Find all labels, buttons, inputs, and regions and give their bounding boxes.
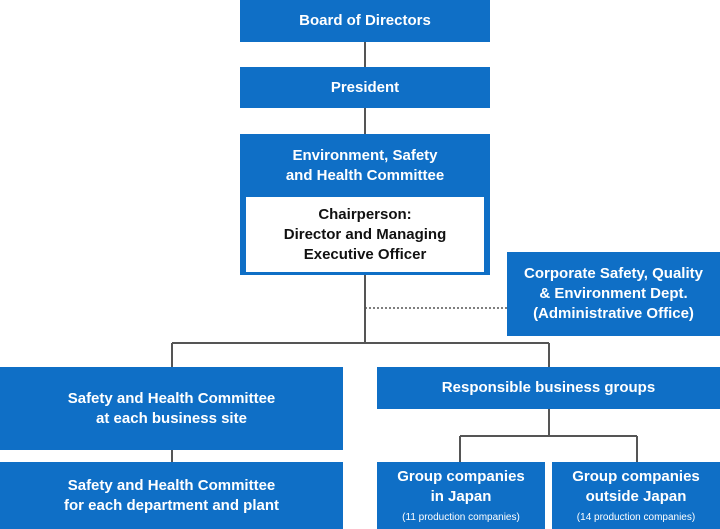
president-box: President	[240, 67, 490, 108]
overseas-companies-label: Group companies outside Japan	[572, 467, 700, 505]
japan-companies-box: Group companies in Japan (11 production …	[377, 462, 545, 529]
board-of-directors-box: Board of Directors	[240, 0, 490, 42]
dept-committee-label: Safety and Health Committee for each dep…	[63, 476, 280, 514]
site-committee-box: Safety and Health Committee at each busi…	[0, 367, 343, 450]
committee-label: Environment, Safety and Health Committee	[285, 147, 445, 184]
business-groups-label: Responsible business groups	[441, 379, 656, 396]
committee-box: Environment, Safety and Health Committee…	[240, 134, 490, 275]
japan-companies-note: (11 production companies)	[402, 511, 520, 523]
dept-committee-box: Safety and Health Committee for each dep…	[0, 462, 343, 529]
site-committee-label: Safety and Health Committee at each busi…	[67, 389, 276, 427]
president-label: President	[330, 78, 400, 96]
overseas-companies-note: (14 production companies)	[576, 511, 696, 523]
business-groups-box: Responsible business groups	[377, 367, 720, 409]
japan-companies-label: Group companies in Japan	[397, 467, 525, 505]
overseas-companies-box: Group companies outside Japan (14 produc…	[552, 462, 720, 529]
corporate-dept-label: Corporate Safety, Quality & Environment …	[524, 265, 703, 322]
chairperson-box: Chairperson: Director and Managing Execu…	[246, 197, 484, 272]
board-of-directors-label: Board of Directors	[299, 12, 431, 29]
corporate-dept-box: Corporate Safety, Quality & Environment …	[507, 252, 720, 336]
